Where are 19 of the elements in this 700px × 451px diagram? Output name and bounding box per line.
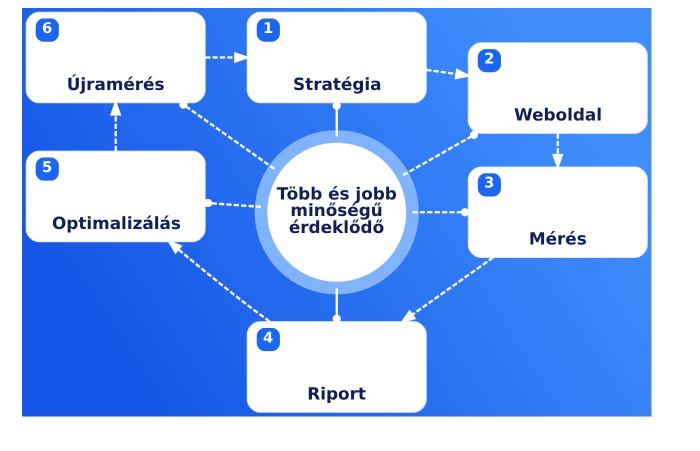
node-box: 4 Riport [246, 321, 427, 413]
arrow [110, 99, 122, 152]
node-box: 5 Optimalizálás [26, 150, 206, 242]
arrow [205, 52, 250, 64]
arrow [166, 240, 270, 322]
arrow [552, 133, 564, 170]
arrow [400, 256, 494, 324]
node-box: 1 Stratégia [246, 12, 427, 104]
node-box: 6 Újramérés [26, 12, 206, 104]
connector [402, 130, 478, 176]
connector [332, 102, 341, 136]
node-circle: Több és jobb minőségű érdeklődő [254, 130, 419, 294]
connector [332, 288, 341, 323]
arrow [426, 68, 472, 80]
connector [412, 208, 470, 216]
connector [204, 198, 262, 208]
node-box: 2 Weboldal [468, 42, 648, 134]
connector [179, 100, 276, 170]
node-box: 3 Mérés [468, 166, 648, 258]
